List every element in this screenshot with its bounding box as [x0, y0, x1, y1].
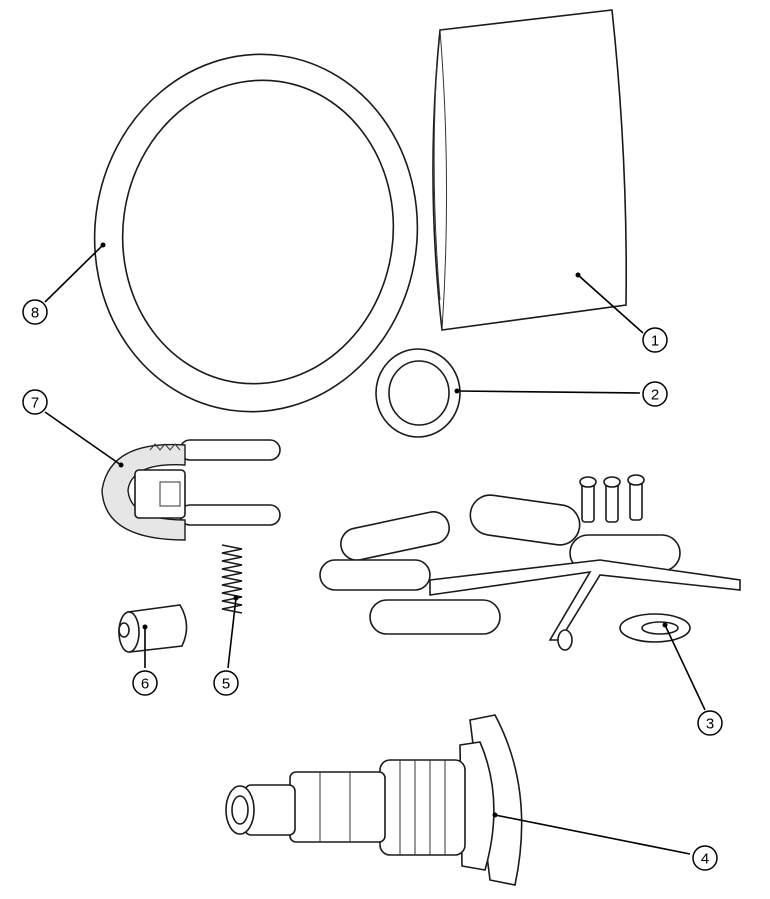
callout-5: 5	[213, 670, 239, 696]
svg-text:5: 5	[222, 676, 230, 693]
small-o-ring	[375, 348, 461, 438]
callout-2: 2	[642, 381, 668, 407]
leader-lines	[44, 242, 706, 855]
svg-text:3: 3	[706, 716, 714, 733]
diffuser-spider-assembly	[319, 474, 741, 651]
svg-text:8: 8	[31, 305, 39, 322]
callout-8: 8	[22, 299, 48, 325]
callout-1: 1	[642, 327, 668, 353]
spring	[221, 544, 243, 614]
plunger	[118, 604, 188, 653]
svg-text:1: 1	[651, 333, 659, 350]
callout-7: 7	[22, 389, 48, 415]
filter-bag	[432, 9, 628, 331]
svg-text:4: 4	[701, 851, 709, 868]
large-o-ring	[93, 53, 419, 413]
retaining-clip	[101, 439, 281, 541]
callout-4: 4	[692, 845, 718, 871]
svg-text:2: 2	[651, 387, 659, 404]
valve-cartridge	[225, 714, 523, 886]
svg-text:6: 6	[141, 676, 149, 693]
callout-6: 6	[132, 670, 158, 696]
callout-3: 3	[697, 710, 723, 736]
svg-text:7: 7	[31, 395, 39, 412]
